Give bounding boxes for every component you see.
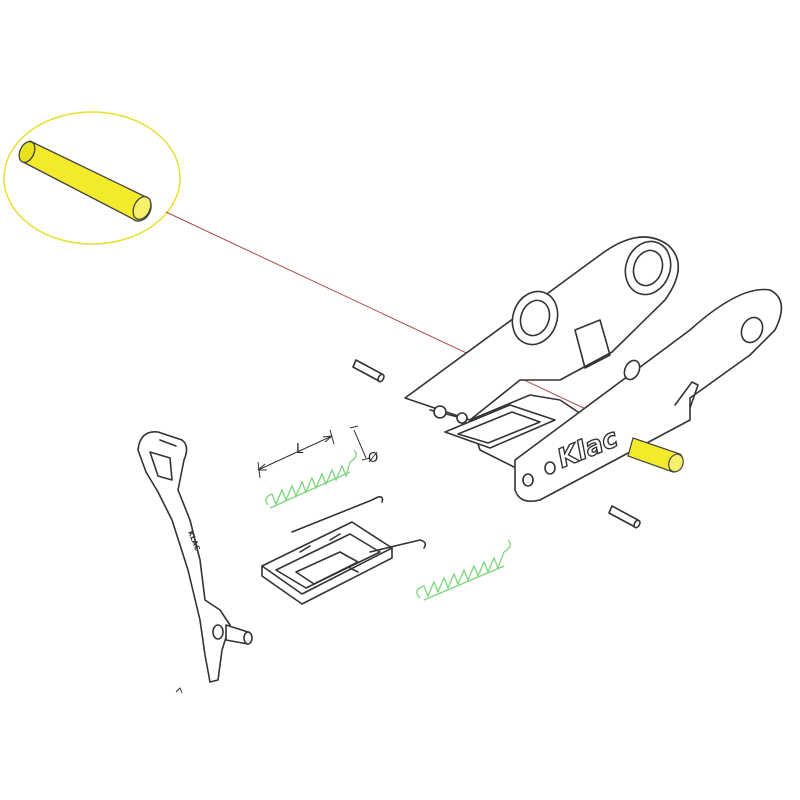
spring-with-dimensions: L Ø [257,425,378,509]
highlighted-pin-callout [3,111,181,245]
yellow-pin-enlarged [18,140,152,222]
roll-pin-upper [352,359,385,383]
dimension-line-length [257,435,333,471]
yellow-pin-installed [627,437,684,473]
roll-pin-lower [608,505,641,529]
dimension-length-label: L [296,442,304,457]
callout-ellipse [3,111,181,245]
dimension-diameter-label: Ø [368,451,378,466]
side-plate-hole-right [740,316,764,344]
locking-arm: KLAC [137,431,253,683]
top-bushing-left [511,290,559,346]
spring-upper [265,449,357,506]
top-bushing-right [624,240,672,296]
latch-plate-assembly [261,496,427,605]
coupler-body: Klac [404,236,783,503]
stray-mark [175,687,183,694]
spring-lower [416,539,511,599]
side-plate-hole-mid [623,359,641,381]
